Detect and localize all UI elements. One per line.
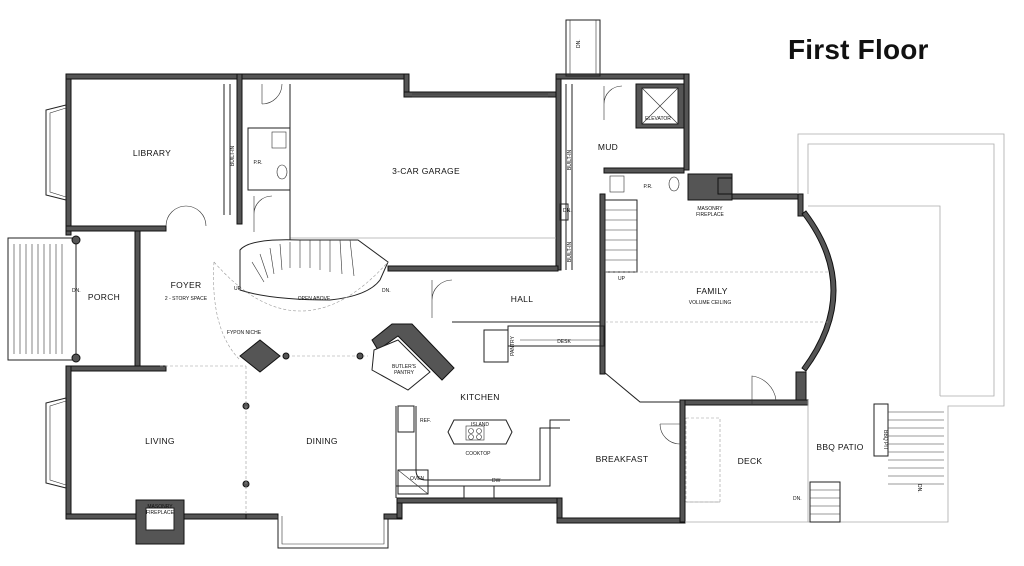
interior-walls (13, 19, 1005, 545)
room-label-pr-1: P.R. (253, 160, 262, 166)
label-ref: REF. (420, 418, 431, 424)
label-masonry-2: MASONRY (147, 504, 173, 510)
room-label-deck: DECK (738, 456, 763, 466)
label-built-in-2: BUILT-IN (567, 150, 573, 171)
label-dw: DW (492, 478, 501, 484)
room-label-hall: HALL (511, 294, 533, 304)
room-label-family-sub: VOLUME CEILING (689, 300, 732, 306)
label-fireplace-2: FIREPLACE (146, 510, 174, 516)
label-open-above: OPEN ABOVE (298, 296, 331, 302)
room-label-foyer-sub: 2 - STORY SPACE (165, 296, 208, 302)
stair-dn-patio: DN. (916, 484, 922, 493)
label-pantry: PANTRY (510, 335, 516, 355)
stair-markers: UP DN. UP DN. DN. DN. DN. DN. (72, 39, 922, 502)
stair-dn-north: DN. (576, 39, 582, 48)
room-label-elevator: ELEVATOR (645, 116, 671, 122)
page-title: First Floor (788, 34, 929, 65)
stair-dn-porch: DN. (72, 288, 81, 294)
room-label-garage: 3-CAR GARAGE (392, 166, 460, 176)
stair-dn-main: DN. (382, 288, 391, 294)
room-label-foyer: FOYER (171, 280, 202, 290)
stair-up-main: UP (234, 286, 242, 292)
room-label-mud: MUD (598, 142, 618, 152)
room-label-family: FAMILY (696, 286, 727, 296)
room-label-kitchen: KITCHEN (460, 392, 499, 402)
room-label-porch: PORCH (88, 292, 120, 302)
label-masonry-1: MASONRY (697, 206, 723, 212)
stair-dn-rear: DN. (563, 208, 572, 214)
room-label-bbq-patio: BBQ PATIO (816, 442, 863, 452)
room-label-pr-2: P.R. (643, 184, 652, 190)
label-fypon-niche: FYPON NICHE (227, 330, 262, 336)
room-label-living: LIVING (145, 436, 175, 446)
label-built-in-1: BUILT-IN (230, 146, 236, 167)
label-built-in-3: BUILT-IN (567, 242, 573, 263)
label-island: ISLAND (471, 422, 489, 428)
stair-dn-deck: DN. (793, 496, 802, 502)
room-label-library: LIBRARY (133, 148, 171, 158)
exterior-walls (7, 73, 837, 549)
label-fireplace-1: FIREPLACE (696, 212, 724, 218)
room-labels: LIBRARY 3-CAR GARAGE MUD ELEVATOR P.R. P… (88, 116, 888, 516)
label-cooktop: COOKTOP (466, 451, 492, 457)
label-butlers-1: BUTLER'S (392, 364, 417, 370)
label-bbq-pit: BBQ PIT (882, 430, 888, 450)
label-butlers-2: PANTRY (394, 370, 414, 376)
label-oven: OVEN (410, 476, 425, 482)
room-label-dining: DINING (306, 436, 338, 446)
room-label-breakfast: BREAKFAST (596, 454, 649, 464)
stair-up-rear: UP (618, 276, 626, 282)
label-desk: DESK (557, 339, 571, 345)
